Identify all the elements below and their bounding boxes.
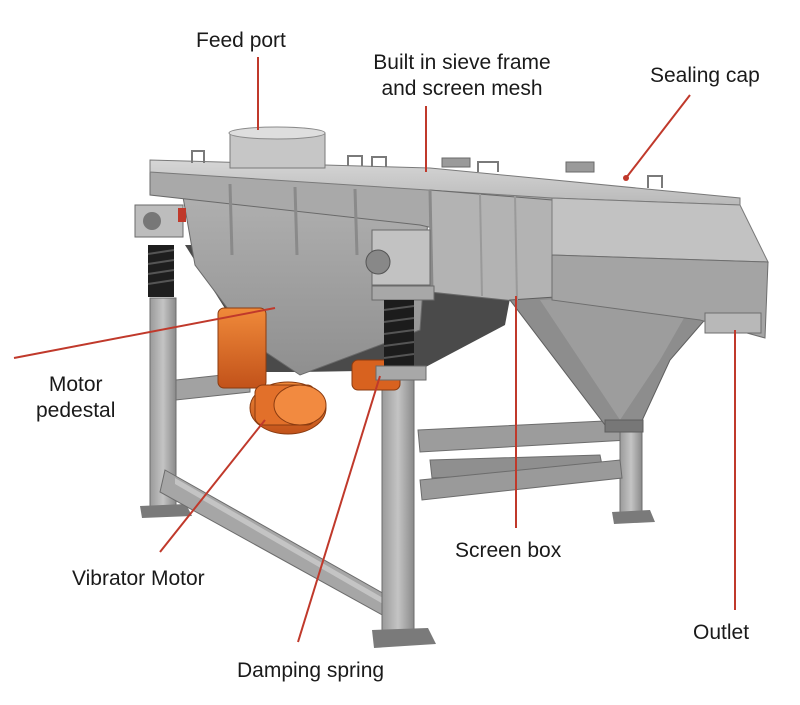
label-built-in-sieve: Built in sieve frame and screen mesh [362, 50, 562, 102]
top-features [191, 126, 663, 188]
label-built-in-line2: and screen mesh [381, 77, 543, 100]
leader-vibrator-motor [159, 419, 266, 553]
label-motor-pedestal: Motor pedestal [36, 372, 115, 424]
vibrator-motors [217, 307, 401, 435]
label-vibrator-motor: Vibrator Motor [72, 567, 205, 590]
label-screen-box: Screen box [455, 539, 562, 562]
spring-mounts [134, 204, 435, 381]
label-built-in-line1: Built in sieve frame [373, 51, 551, 74]
label-feed-port: Feed port [196, 29, 286, 52]
label-motor-pedestal-line2: pedestal [36, 399, 116, 422]
label-outlet: Outlet [693, 621, 750, 644]
leader-motor-pedestal [13, 307, 276, 359]
label-motor-pedestal-line1: Motor [48, 373, 103, 396]
label-damping-spring: Damping spring [237, 659, 385, 682]
sealing-cap-marker [623, 175, 629, 181]
leader-sealing-cap [625, 94, 691, 179]
leader-lines [13, 57, 736, 643]
leader-damping-spring [297, 375, 381, 643]
screen-box-body [149, 159, 769, 433]
support-frame [140, 297, 655, 648]
label-sealing-cap: Sealing cap [650, 64, 760, 87]
